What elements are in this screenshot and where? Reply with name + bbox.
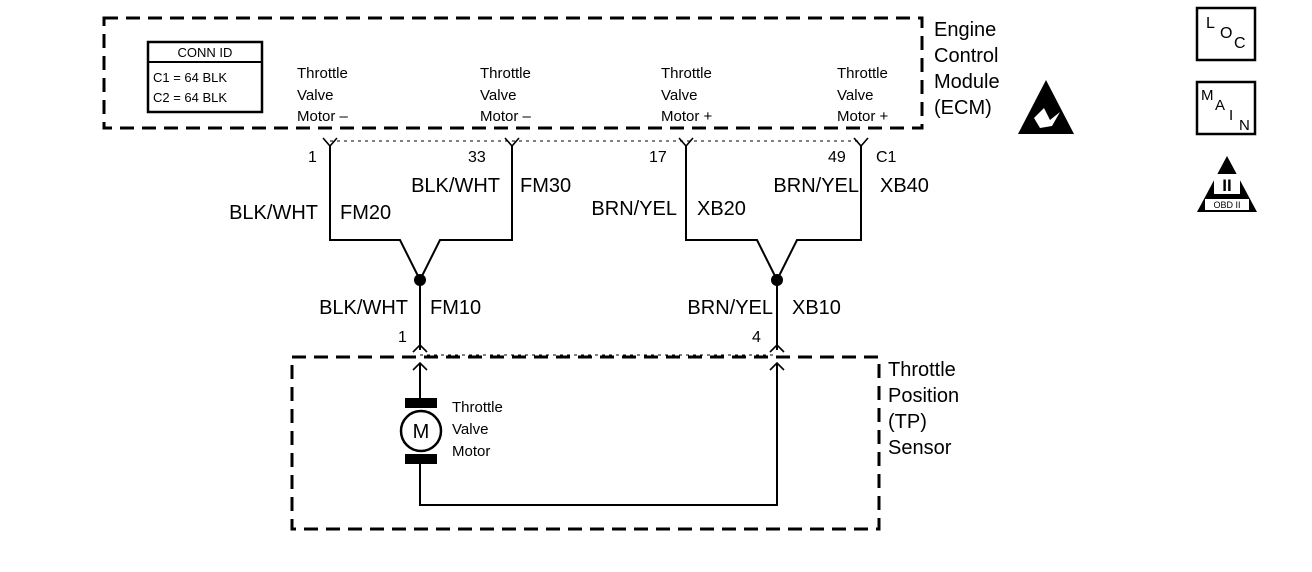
wire-xb40-color: BRN/YEL bbox=[773, 175, 859, 197]
svg-text:Motor +: Motor + bbox=[661, 108, 713, 125]
svg-text:Module: Module bbox=[934, 71, 1000, 93]
wire-fm20-color: BLK/WHT bbox=[229, 202, 318, 224]
loc-symbol-icon: L O C bbox=[1195, 6, 1257, 62]
ecm-connector-label: C1 bbox=[876, 149, 897, 166]
tp-pin-1-number: 1 bbox=[398, 329, 407, 346]
tp-pin-4-terminal bbox=[769, 343, 785, 353]
wire-fm30-code: FM30 bbox=[520, 175, 571, 197]
ecm-pin-33-terminal bbox=[504, 137, 520, 148]
svg-text:Valve: Valve bbox=[837, 87, 873, 104]
svg-text:Throttle: Throttle bbox=[661, 65, 712, 82]
svg-text:Sensor: Sensor bbox=[888, 437, 952, 459]
conn-id-box: CONN ID C1 = 64 BLK C2 = 64 BLK bbox=[146, 40, 264, 114]
motor-wire-return bbox=[419, 363, 778, 506]
svg-text:Throttle: Throttle bbox=[452, 399, 503, 416]
svg-text:Valve: Valve bbox=[480, 87, 516, 104]
wire-xb10-code: XB10 bbox=[792, 297, 841, 319]
conn-id-c1: C1 = 64 BLK bbox=[153, 70, 227, 85]
ecm-pin-label-1: Throttle Valve Motor – bbox=[297, 65, 349, 125]
svg-text:N: N bbox=[1239, 117, 1250, 134]
conn-id-title: CONN ID bbox=[178, 45, 233, 60]
conn-id-c2: C2 = 64 BLK bbox=[153, 90, 227, 105]
wire-fm10-color: BLK/WHT bbox=[319, 297, 408, 319]
svg-text:Throttle: Throttle bbox=[480, 65, 531, 82]
svg-text:I: I bbox=[1229, 107, 1233, 124]
svg-text:C: C bbox=[1234, 35, 1246, 52]
ecm-pin-label-33: Throttle Valve Motor – bbox=[480, 65, 532, 125]
svg-text:Position: Position bbox=[888, 385, 959, 407]
svg-text:Valve: Valve bbox=[297, 87, 333, 104]
main-symbol-icon: M A I N bbox=[1195, 80, 1257, 136]
wire-xb10-color: BRN/YEL bbox=[687, 297, 773, 319]
ecm-pin-label-49: Throttle Valve Motor + bbox=[837, 65, 889, 125]
svg-text:Motor: Motor bbox=[452, 443, 490, 460]
motor-label: Throttle Valve Motor bbox=[452, 399, 503, 460]
obd-ii-symbol-icon: II OBD II bbox=[1197, 156, 1257, 212]
wire-xb40 bbox=[776, 146, 862, 281]
svg-text:Motor –: Motor – bbox=[297, 108, 349, 125]
ecm-name: Engine Control Module (ECM) bbox=[934, 19, 1000, 119]
wire-xb20-color: BRN/YEL bbox=[591, 198, 677, 220]
svg-text:Throttle: Throttle bbox=[837, 65, 888, 82]
svg-text:Motor +: Motor + bbox=[837, 108, 889, 125]
svg-text:II: II bbox=[1222, 176, 1231, 195]
esd-warning-icon bbox=[1018, 80, 1074, 134]
svg-text:Control: Control bbox=[934, 45, 998, 67]
svg-text:Valve: Valve bbox=[661, 87, 697, 104]
wire-xb40-code: XB40 bbox=[880, 175, 929, 197]
tp-sensor-box bbox=[290, 355, 881, 531]
svg-text:M: M bbox=[413, 421, 430, 443]
pin-1-number: 1 bbox=[308, 149, 317, 166]
pin-33-number: 33 bbox=[468, 149, 486, 166]
wire-fm30-color: BLK/WHT bbox=[411, 175, 500, 197]
svg-text:Throttle: Throttle bbox=[297, 65, 348, 82]
svg-text:(ECM): (ECM) bbox=[934, 97, 992, 119]
ecm-pin-label-17: Throttle Valve Motor + bbox=[661, 65, 713, 125]
svg-text:L: L bbox=[1206, 15, 1215, 32]
ecm-pin-17-terminal bbox=[678, 137, 694, 148]
svg-text:Motor –: Motor – bbox=[480, 108, 532, 125]
wire-xb20 bbox=[685, 146, 778, 281]
wire-fm10-code: FM10 bbox=[430, 297, 481, 319]
pin-17-number: 17 bbox=[649, 149, 667, 166]
svg-text:Engine: Engine bbox=[934, 19, 996, 41]
ecm-box bbox=[102, 16, 924, 130]
svg-text:A: A bbox=[1215, 97, 1225, 114]
svg-text:Valve: Valve bbox=[452, 421, 488, 438]
wire-fm20 bbox=[329, 146, 421, 281]
tp-pin-1-terminal bbox=[412, 343, 428, 353]
svg-text:O: O bbox=[1220, 25, 1232, 42]
svg-text:Throttle: Throttle bbox=[888, 359, 956, 381]
motor-icon: M bbox=[399, 398, 443, 464]
svg-text:M: M bbox=[1201, 87, 1214, 104]
svg-text:(TP): (TP) bbox=[888, 411, 927, 433]
ecm-pin-49-terminal bbox=[853, 137, 869, 148]
wire-fm30 bbox=[419, 146, 513, 281]
wire-fm20-code: FM20 bbox=[340, 202, 391, 224]
wire-xb20-code: XB20 bbox=[697, 198, 746, 220]
tp-sensor-name: Throttle Position (TP) Sensor bbox=[888, 359, 959, 459]
tp-pin-4-number: 4 bbox=[752, 329, 761, 346]
ecm-pin-1-terminal bbox=[322, 137, 338, 148]
svg-text:OBD II: OBD II bbox=[1213, 200, 1240, 210]
pin-49-number: 49 bbox=[828, 149, 846, 166]
